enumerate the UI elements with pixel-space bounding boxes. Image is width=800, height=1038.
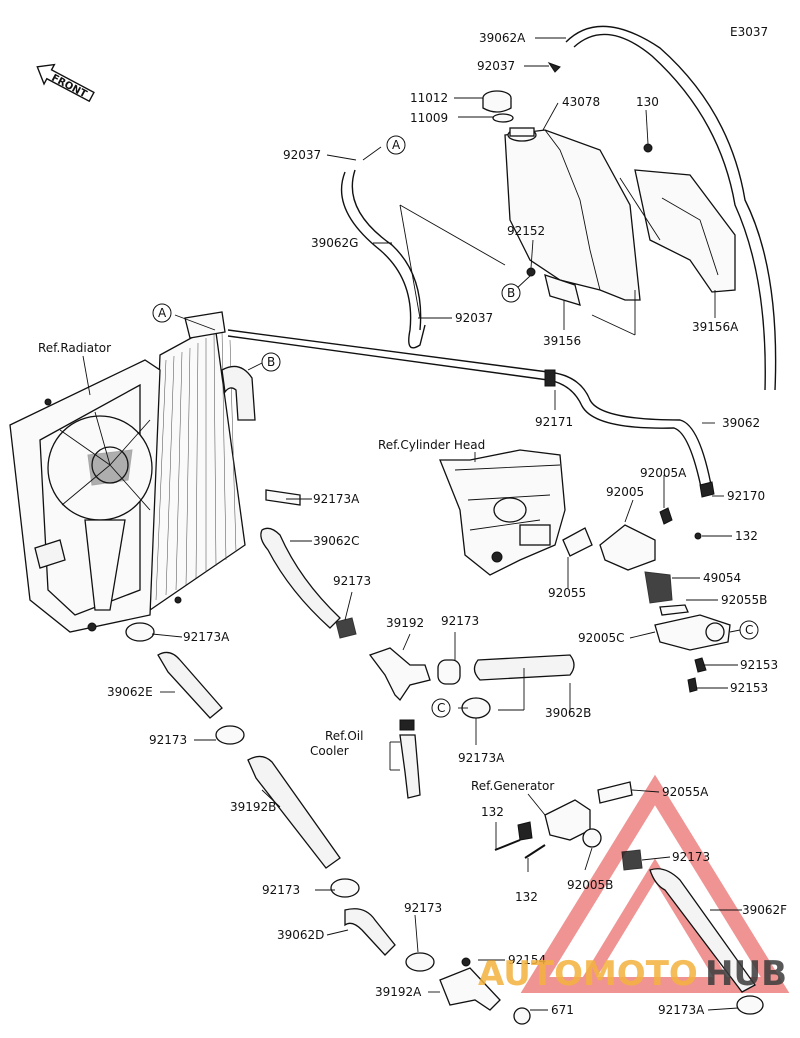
label-39192: 39192 [386, 616, 424, 630]
label-92005a: 92005A [640, 466, 687, 480]
label-39062a: 39062A [479, 31, 526, 45]
label-92173a-upper: 92173A [313, 492, 360, 506]
label-92154: 92154 [508, 953, 546, 967]
label-92170: 92170 [727, 489, 765, 503]
callout-c-hose: C [431, 698, 451, 718]
front-label: FRONT [49, 73, 88, 101]
label-130: 130 [636, 95, 659, 109]
radiator-assembly [9, 311, 256, 633]
gasket-92055 [562, 527, 593, 557]
label-ref-cylinder-head: Ref.Cylinder Head [378, 438, 485, 452]
label-ref-radiator: Ref.Radiator [38, 341, 111, 355]
label-92055b: 92055B [721, 593, 767, 607]
label-92005b: 92005B [567, 878, 613, 892]
label-92173a-bottom: 92173A [658, 1003, 705, 1017]
svg-text:C: C [745, 623, 753, 637]
hose-39062b [473, 654, 575, 681]
label-92173-e: 92173 [149, 733, 187, 747]
label-92171: 92171 [535, 415, 573, 429]
label-49054: 49054 [703, 571, 741, 585]
label-132-a: 132 [481, 805, 504, 819]
reservoir-hose [340, 171, 426, 349]
label-39156: 39156 [543, 334, 581, 348]
callout-b-tank: B [501, 283, 521, 303]
reservoir-tank [482, 62, 736, 306]
label-92173-c: 92173 [333, 574, 371, 588]
svg-text:C: C [437, 701, 445, 715]
label-ref-oil: Ref.Oil [325, 729, 363, 743]
label-39062g: 39062G [311, 236, 358, 250]
front-arrow-icon: FRONT [36, 63, 95, 103]
label-92005c: 92005C [578, 631, 625, 645]
part-labels: E3037 39062A 92037 11012 11009 43078 130… [38, 25, 787, 1017]
svg-text:A: A [158, 306, 167, 320]
hose-39062e [157, 651, 223, 719]
callout-a-radiator: A [152, 303, 172, 323]
hose-39062d [344, 908, 396, 956]
label-39192a: 39192A [375, 985, 422, 999]
cylinder-head [439, 449, 566, 576]
bypass-hose [227, 329, 713, 491]
label-39062e: 39062E [107, 685, 153, 699]
label-92152: 92152 [507, 224, 545, 238]
label-92037-left: 92037 [283, 148, 321, 162]
diagram-code: E3037 [730, 25, 768, 39]
label-92173a-left: 92173A [183, 630, 230, 644]
leader-lines [82, 37, 742, 1011]
callout-c-thermostat: C [739, 620, 759, 640]
label-11012: 11012 [410, 91, 448, 105]
label-39062: 39062 [722, 416, 760, 430]
fitting-39192 [368, 647, 431, 702]
label-39192b: 39192B [230, 800, 276, 814]
label-cooler: Cooler [310, 744, 349, 758]
label-11009: 11009 [410, 111, 448, 125]
thermostat-housing [599, 507, 731, 693]
pipe-39192a [439, 967, 501, 1011]
label-92153-b: 92153 [730, 681, 768, 695]
label-92173-g: 92173 [262, 883, 300, 897]
label-92037-mid: 92037 [455, 311, 493, 325]
overflow-hose [565, 25, 777, 391]
label-92173-h: 92173 [404, 901, 442, 915]
label-92055a: 92055A [662, 785, 709, 799]
label-671: 671 [551, 1003, 574, 1017]
hose-39062f [649, 868, 756, 993]
label-39062c: 39062C [313, 534, 360, 548]
svg-text:A: A [392, 138, 401, 152]
pipe-39192b [247, 755, 341, 869]
svg-text:B: B [507, 286, 515, 300]
label-92173a-center: 92173A [458, 751, 505, 765]
svg-text:B: B [267, 355, 275, 369]
callout-b-radiator: B [261, 352, 281, 372]
label-92153-a: 92153 [740, 658, 778, 672]
label-132-b: 132 [515, 890, 538, 904]
watermark-brand-a: AUTOMOTO [478, 954, 698, 994]
watermark-brand-b: HUB [705, 954, 787, 994]
label-92055: 92055 [548, 586, 586, 600]
label-92173-d: 92173 [441, 614, 479, 628]
watermark-text: AUTOMOTO HUB [478, 954, 787, 994]
label-39062b: 39062B [545, 706, 591, 720]
label-92005: 92005 [606, 485, 644, 499]
label-92173-f: 92173 [672, 850, 710, 864]
label-43078: 43078 [562, 95, 600, 109]
label-ref-generator: Ref.Generator [471, 779, 554, 793]
generator-fitting [494, 781, 643, 871]
callout-a-top: A [386, 135, 406, 155]
label-39156a: 39156A [692, 320, 739, 334]
label-92037-top: 92037 [477, 59, 515, 73]
label-132-right: 132 [735, 529, 758, 543]
label-39062d: 39062D [277, 928, 324, 942]
oil-cooler-hose [399, 734, 421, 799]
hose-39062c [260, 527, 341, 629]
label-39062f: 39062F [742, 903, 787, 917]
